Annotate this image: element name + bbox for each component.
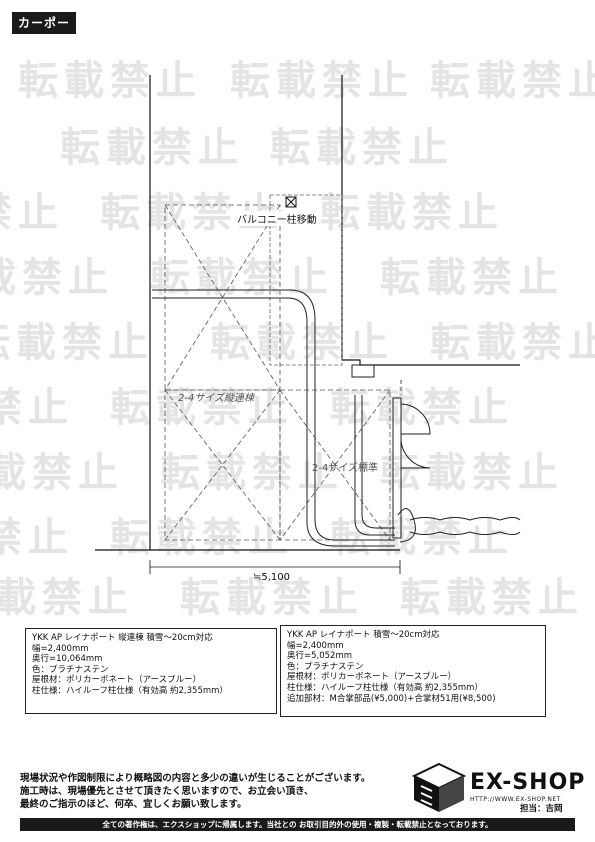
spec-line: 色：プラチナステン [287, 661, 364, 672]
site-notes: 現場状況や作図制限により概略図の内容と多少の違いが生じることがございます。 施工… [20, 772, 370, 811]
size24-standard-label: 2-4サイズ標準 [312, 463, 379, 474]
brand-url: HTTP://WWW.EX-SHOP.NET [470, 796, 561, 803]
width-dimension: ≒5,100 [253, 572, 291, 583]
spec-line: 幅=2,400mm [32, 643, 89, 654]
spec-line: 柱仕様：ハイルーフ柱仕様（有効高 約2,355mm） [32, 685, 228, 696]
spec-line: 柱仕様：ハイルーフ柱仕様（有効高 約2,355mm） [287, 682, 483, 693]
spec-box-right: YKK AP レイナポート 積雪～20cm対応 幅=2,400mm 奥行=5,0… [280, 625, 546, 717]
size24-label: 2-4サイズ縦連棟 [178, 393, 255, 404]
spec-line: 幅=2,400mm [287, 640, 344, 651]
spec-line: YKK AP レイナポート 縦連棟 積雪～20cm対応 [32, 633, 213, 643]
note-line: 最終のご指示のほど、何卒、宜しくお願い致します。 [20, 799, 247, 810]
page-title: カーポート [12, 12, 76, 52]
spec-box-left: YKK AP レイナポート 縦連棟 積雪～20cm対応 幅=2,400mm 奥行… [25, 628, 277, 714]
spec-line: 奥行=10,064mm [32, 654, 103, 665]
spec-line: 奥行=5,052mm [287, 651, 353, 662]
spec-line: 屋根材：ポリカーボネート（アースブルー） [287, 672, 457, 683]
note-line: 施工時は、現場優先とさせて頂きたく思いますので、お立会い頂き、 [20, 786, 314, 797]
brand-name: EX-SHOP [470, 770, 586, 795]
note-line: 現場状況や作図制限により概略図の内容と多少の違いが生じることがございます。 [20, 773, 371, 784]
spec-line: 屋根材：ポリカーボネート（アースブルー） [32, 675, 202, 686]
spec-line: 追加部材：M合掌部品(¥5,000)+合掌材51用(¥8,500) [287, 693, 496, 704]
balcony-column-label: バルコニー柱移動 [236, 211, 318, 226]
spec-line: YKK AP レイナポート 積雪～20cm対応 [287, 630, 440, 640]
copyright-footer: 全ての著作権は、エクスショップに帰属します。当社との お取引目的外の使用・複製・… [20, 818, 575, 831]
staff-label: 担当：吉岡 [520, 804, 563, 814]
ex-shop-cube-logo-icon [412, 762, 466, 812]
spec-line: 色：プラチナステン [32, 664, 109, 675]
